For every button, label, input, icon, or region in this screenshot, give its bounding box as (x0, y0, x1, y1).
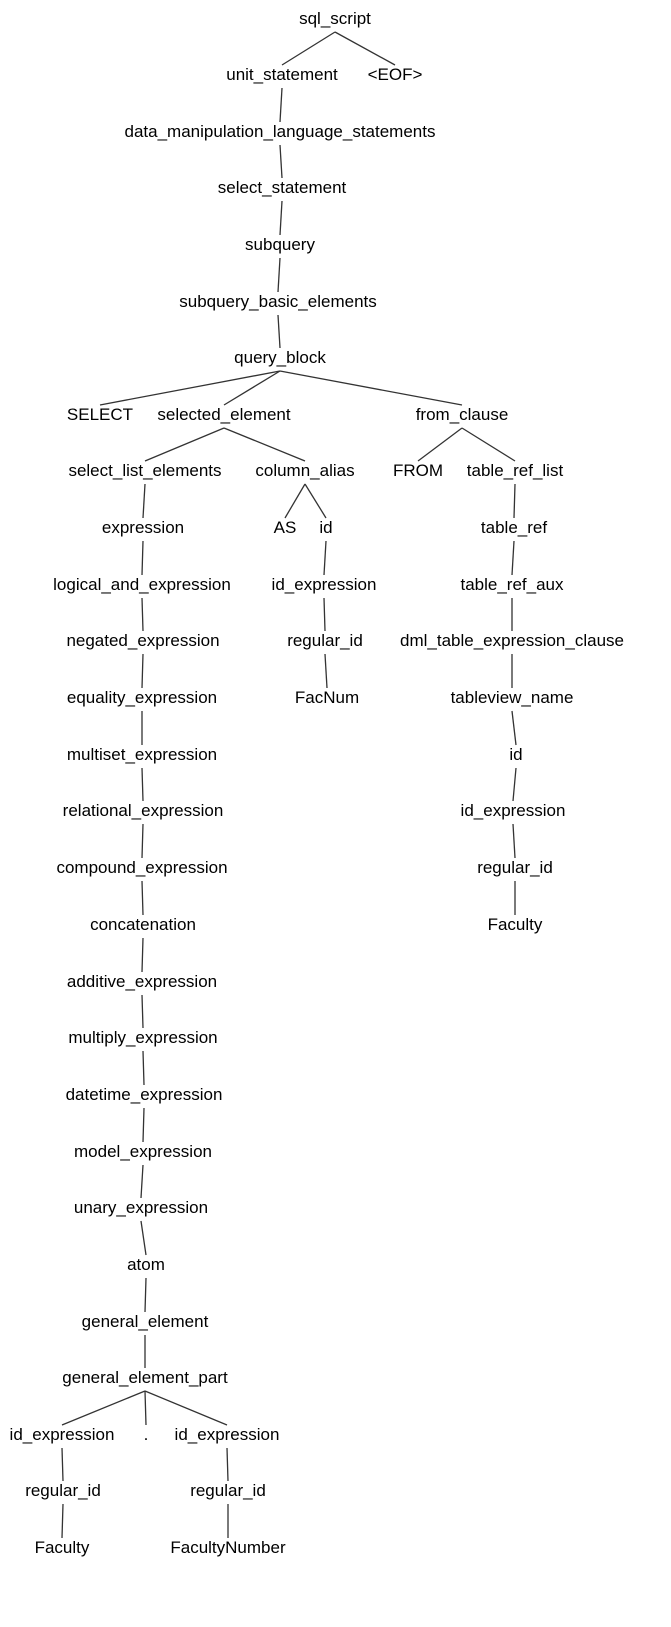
tree-node-label: atom (127, 1255, 165, 1274)
tree-node-label: negated_expression (66, 631, 219, 650)
tree-node-label: FacultyNumber (170, 1538, 286, 1557)
tree-node-label: FROM (393, 461, 443, 480)
tree-edge (511, 540, 515, 576)
tree-node-label: regular_id (477, 858, 553, 877)
tree-node-label: select_statement (218, 178, 347, 197)
tree-edge (142, 1050, 145, 1086)
tree-edge (140, 1164, 144, 1199)
tree-node-label: table_ref_list (467, 461, 564, 480)
tree-node-label: SELECT (67, 405, 133, 424)
tree-node-label: regular_id (287, 631, 363, 650)
tree-node-label: equality_expression (67, 688, 217, 707)
tree-edge (140, 1220, 147, 1256)
tree-node-label: from_clause (416, 405, 509, 424)
tree-node-label: unary_expression (74, 1198, 208, 1217)
tree-edge (512, 767, 517, 802)
tree-edge (512, 823, 516, 859)
tree-edge (61, 1503, 64, 1539)
tree-edges (61, 31, 517, 1539)
tree-node-label: subquery (245, 235, 315, 254)
tree-node-label: Faculty (35, 1538, 90, 1557)
tree-edge (141, 880, 144, 916)
tree-node-label: id_expression (272, 575, 377, 594)
tree-edge (226, 1447, 229, 1482)
tree-node-label: expression (102, 518, 184, 537)
tree-node-label: id_expression (10, 1425, 115, 1444)
tree-node-label: selected_element (157, 405, 291, 424)
tree-edge (141, 653, 144, 689)
tree-node-label: multiset_expression (67, 745, 217, 764)
tree-node-label: tableview_name (451, 688, 574, 707)
tree-edge (279, 144, 283, 179)
tree-edge (142, 1107, 145, 1143)
tree-edge (279, 200, 283, 236)
tree-edge (511, 710, 517, 746)
tree-node-label: select_list_elements (68, 461, 221, 480)
tree-node-label: Faculty (488, 915, 543, 934)
tree-node-label: FacNum (295, 688, 359, 707)
tree-node-label: logical_and_expression (53, 575, 231, 594)
tree-nodes: sql_script unit_statement <EOF> data_manipu… (10, 9, 624, 1557)
tree-node-label: id_expression (175, 1425, 280, 1444)
tree-node-label: sql_script (299, 9, 371, 28)
tree-edge (279, 370, 463, 406)
tree-node-label: table_ref (481, 518, 547, 537)
tree-node-label: id (319, 518, 332, 537)
tree-edge (144, 427, 225, 462)
tree-edge (513, 483, 516, 519)
tree-node-label: id (509, 745, 522, 764)
tree-node-label: datetime_expression (66, 1085, 223, 1104)
tree-node-label: relational_expression (63, 801, 224, 820)
tree-edge (323, 597, 326, 632)
tree-edge (144, 1390, 228, 1426)
tree-edge (61, 1390, 146, 1426)
tree-node-label: data_manipulation_language_statements (125, 122, 436, 141)
tree-edge (417, 427, 463, 462)
tree-node-label: general_element_part (62, 1368, 228, 1387)
tree-edge (141, 994, 144, 1029)
tree-edge (334, 31, 396, 66)
tree-edge (277, 314, 281, 349)
tree-node-label: unit_statement (226, 65, 338, 84)
tree-edge (324, 653, 328, 689)
tree-node-label: column_alias (255, 461, 354, 480)
tree-edge (223, 370, 281, 406)
tree-edge (141, 597, 144, 632)
tree-node-label: general_element (82, 1312, 209, 1331)
tree-edge (141, 937, 144, 973)
tree-edge (461, 427, 516, 462)
tree-node-label: . (144, 1425, 149, 1444)
tree-edge (279, 87, 283, 123)
tree-node-label: compound_expression (56, 858, 227, 877)
tree-edge (304, 483, 327, 519)
tree-edge (141, 540, 144, 576)
tree-edge (223, 427, 306, 462)
tree-edge (99, 370, 281, 406)
tree-node-label: query_block (234, 348, 326, 367)
tree-edge (142, 483, 146, 519)
tree-edge (144, 1277, 147, 1313)
tree-node-label: id_expression (461, 801, 566, 820)
tree-node-label: regular_id (190, 1481, 266, 1500)
tree-node-label: <EOF> (368, 65, 423, 84)
tree-node-label: model_expression (74, 1142, 212, 1161)
tree-node-label: AS (274, 518, 297, 537)
tree-node-label: dml_table_expression_clause (400, 631, 624, 650)
tree-edge (141, 767, 144, 802)
tree-node-label: multiply_expression (68, 1028, 217, 1047)
tree-node-label: concatenation (90, 915, 196, 934)
tree-node-label: subquery_basic_elements (179, 292, 377, 311)
tree-node-label: additive_expression (67, 972, 217, 991)
tree-edge (277, 257, 281, 293)
tree-edge (141, 823, 144, 859)
tree-edge (323, 540, 327, 576)
tree-node-label: table_ref_aux (460, 575, 564, 594)
tree-edge (144, 1390, 147, 1426)
tree-edge (284, 483, 306, 519)
tree-edge (61, 1447, 64, 1482)
tree-edge (281, 31, 336, 66)
tree-node-label: regular_id (25, 1481, 101, 1500)
